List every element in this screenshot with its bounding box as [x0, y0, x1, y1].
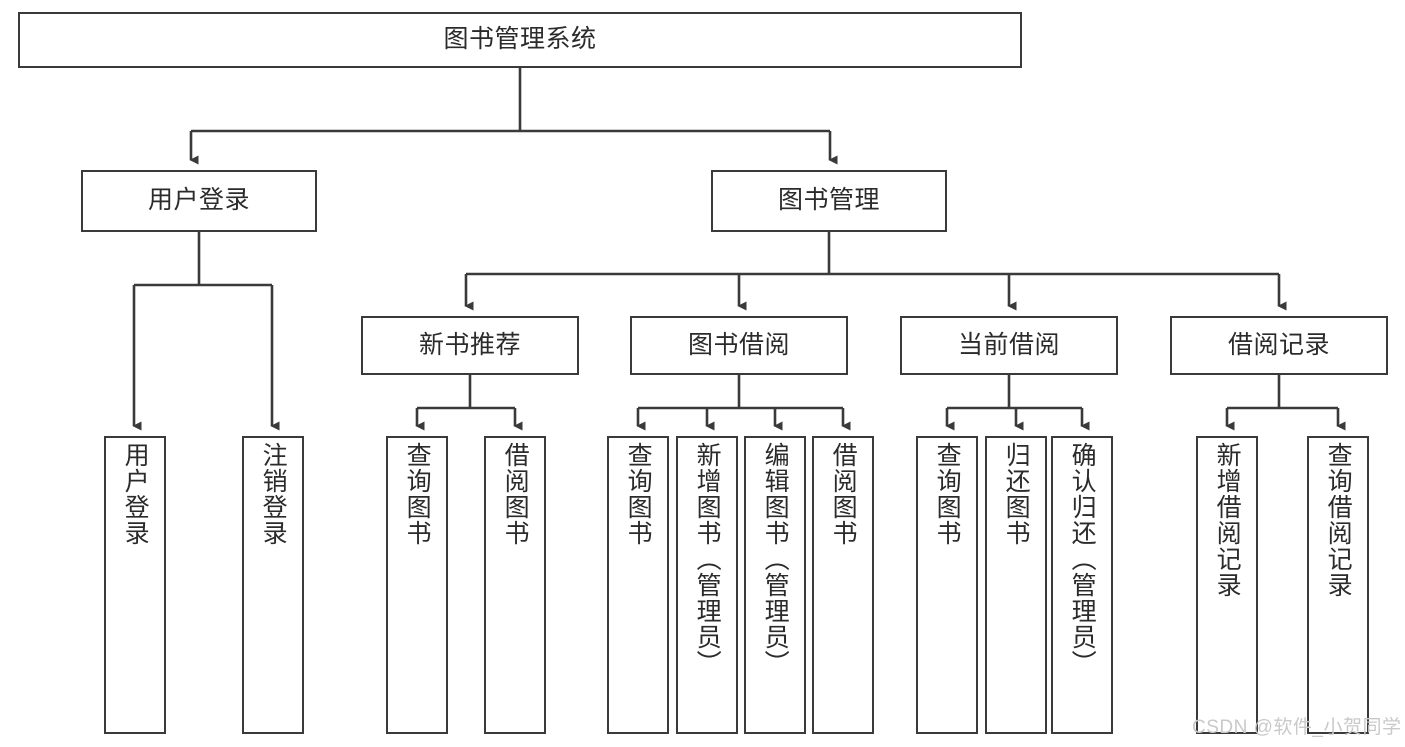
- node-leaf-add-book-label: 新增图书（管理员）: [693, 442, 722, 676]
- node-leaf-query-book-3[interactable]: 查询图书: [916, 436, 978, 734]
- node-user-login[interactable]: 用户登录: [81, 170, 317, 232]
- node-leaf-confirm-return[interactable]: 确认归还（管理员）: [1051, 436, 1113, 734]
- node-book-manage-label: 图书管理: [777, 186, 880, 215]
- node-book-manage[interactable]: 图书管理: [711, 170, 947, 232]
- node-book-borrow[interactable]: 图书借阅: [630, 316, 848, 375]
- node-leaf-add-record[interactable]: 新增借阅记录: [1196, 436, 1258, 734]
- node-root[interactable]: 图书管理系统: [18, 12, 1022, 68]
- node-leaf-borrow-book-2[interactable]: 借阅图书: [812, 436, 874, 734]
- node-leaf-add-book[interactable]: 新增图书（管理员）: [676, 436, 738, 734]
- node-user-login-label: 用户登录: [147, 186, 250, 215]
- node-borrow-record-label: 借阅记录: [1227, 330, 1330, 359]
- node-book-borrow-label: 图书借阅: [687, 330, 790, 359]
- node-leaf-edit-book-label: 编辑图书（管理员）: [761, 442, 790, 676]
- csdn-watermark: CSDN @软件_小贺同学: [1192, 717, 1402, 738]
- node-leaf-borrow-book-1-label: 借阅图书: [501, 442, 530, 546]
- node-leaf-borrow-book-2-label: 借阅图书: [829, 442, 858, 546]
- node-current-borrow-label: 当前借阅: [957, 330, 1060, 359]
- node-borrow-record[interactable]: 借阅记录: [1170, 316, 1388, 375]
- node-leaf-return-book-label: 归还图书: [1002, 442, 1031, 546]
- node-new-book-rec[interactable]: 新书推荐: [361, 316, 579, 375]
- node-leaf-logout-label: 注销登录: [259, 442, 288, 546]
- node-leaf-query-record[interactable]: 查询借阅记录: [1307, 436, 1369, 734]
- node-leaf-query-book-1-label: 查询图书: [403, 442, 432, 546]
- node-leaf-edit-book[interactable]: 编辑图书（管理员）: [744, 436, 806, 734]
- node-current-borrow[interactable]: 当前借阅: [900, 316, 1118, 375]
- node-leaf-logout[interactable]: 注销登录: [242, 436, 304, 734]
- node-new-book-rec-label: 新书推荐: [418, 330, 521, 359]
- node-leaf-query-book-3-label: 查询图书: [933, 442, 962, 546]
- node-leaf-borrow-book-1[interactable]: 借阅图书: [484, 436, 546, 734]
- node-leaf-query-book-2-label: 查询图书: [624, 442, 653, 546]
- node-leaf-user-login[interactable]: 用户登录: [104, 436, 166, 734]
- node-leaf-query-book-2[interactable]: 查询图书: [607, 436, 669, 734]
- node-leaf-query-record-label: 查询借阅记录: [1324, 442, 1353, 598]
- node-leaf-query-book-1[interactable]: 查询图书: [386, 436, 448, 734]
- node-root-label: 图书管理系统: [443, 25, 597, 54]
- node-leaf-return-book[interactable]: 归还图书: [985, 436, 1047, 734]
- node-leaf-add-record-label: 新增借阅记录: [1213, 442, 1242, 598]
- node-leaf-confirm-return-label: 确认归还（管理员）: [1068, 442, 1097, 676]
- node-leaf-user-login-label: 用户登录: [121, 442, 150, 546]
